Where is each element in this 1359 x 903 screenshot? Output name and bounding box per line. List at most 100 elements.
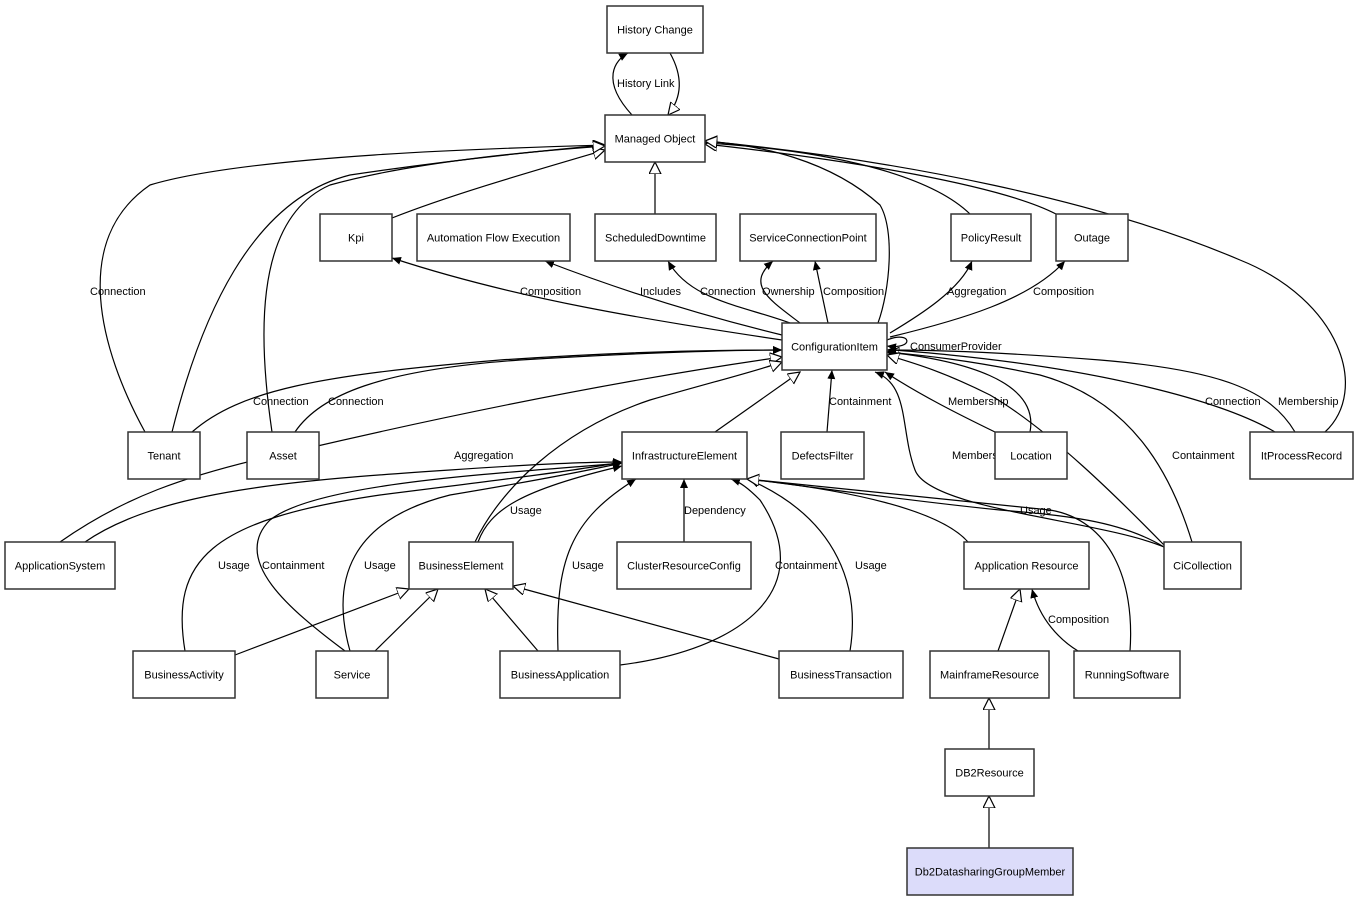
node-box[interactable] bbox=[994, 431, 1068, 480]
association-arrow bbox=[84, 458, 623, 543]
node-applicationsystem[interactable]: ApplicationSystem bbox=[4, 541, 116, 590]
edge-asset-to-configurationitem bbox=[294, 346, 783, 433]
edge-label: Usage bbox=[510, 505, 542, 517]
edge-asset-to-managedobject bbox=[263, 146, 605, 433]
node-historychange[interactable]: History Change bbox=[606, 5, 704, 54]
edge-tenant-to-managedobject bbox=[99, 141, 606, 433]
node-box[interactable] bbox=[1163, 541, 1242, 590]
node-box[interactable] bbox=[778, 650, 904, 699]
node-box[interactable] bbox=[780, 431, 865, 480]
edge-cicollection-to-infrastructureelement bbox=[746, 476, 1165, 548]
node-box[interactable] bbox=[246, 431, 320, 480]
node-clusterresourceconfig[interactable]: ClusterResourceConfig bbox=[616, 541, 752, 590]
association-arrow bbox=[557, 478, 637, 652]
edge-runningsoftware-to-applicationresource bbox=[1030, 588, 1079, 652]
node-box[interactable] bbox=[416, 213, 571, 262]
association-arrow bbox=[889, 260, 973, 334]
node-box[interactable] bbox=[606, 5, 704, 54]
edge-location-to-configurationitem bbox=[887, 352, 1032, 433]
node-box[interactable] bbox=[944, 748, 1035, 797]
edge-configurationitem-to-automationflowexecution bbox=[544, 260, 783, 336]
node-box[interactable] bbox=[739, 213, 877, 262]
node-defectsfilter[interactable]: DefectsFilter bbox=[780, 431, 865, 480]
node-runningsoftware[interactable]: RunningSoftware bbox=[1073, 650, 1181, 699]
inheritance-arrow bbox=[513, 586, 780, 660]
node-asset[interactable]: Asset bbox=[246, 431, 320, 480]
node-box[interactable] bbox=[408, 541, 514, 590]
edge-label: Containment bbox=[1172, 450, 1234, 462]
node-box[interactable] bbox=[4, 541, 116, 590]
edge-configurationitem-to-scheduleddowntime bbox=[667, 260, 791, 324]
node-itprocessrecord[interactable]: ItProcessRecord bbox=[1249, 431, 1354, 480]
node-businessapplication[interactable]: BusinessApplication bbox=[499, 650, 621, 699]
node-label: Automation Flow Execution bbox=[427, 233, 560, 245]
association-arrow bbox=[477, 464, 623, 543]
node-applicationresource[interactable]: Application Resource bbox=[963, 541, 1090, 590]
node-configurationitem[interactable]: ConfigurationItem bbox=[781, 322, 888, 371]
node-automationflowexecution[interactable]: Automation Flow Execution bbox=[416, 213, 571, 262]
node-businesstransaction[interactable]: BusinessTransaction bbox=[778, 650, 904, 699]
association-arrow bbox=[544, 260, 783, 336]
node-box[interactable] bbox=[499, 650, 621, 699]
node-location[interactable]: Location bbox=[994, 431, 1068, 480]
node-box[interactable] bbox=[906, 847, 1074, 896]
node-policyresult[interactable]: PolicyResult bbox=[950, 213, 1032, 262]
edge-label: Connection bbox=[328, 396, 384, 408]
node-box[interactable] bbox=[616, 541, 752, 590]
edge-label: Containment bbox=[829, 396, 891, 408]
edge-outage-to-managedobject bbox=[705, 144, 1057, 215]
edge-label: Aggregation bbox=[947, 286, 1006, 298]
node-box[interactable] bbox=[1073, 650, 1181, 699]
node-box[interactable] bbox=[594, 213, 717, 262]
edge-businesstransaction-to-businesselement bbox=[513, 586, 780, 660]
edge-label: Usage bbox=[572, 560, 604, 572]
node-businesselement[interactable]: BusinessElement bbox=[408, 541, 514, 590]
node-db2datasharinggroupmember[interactable]: Db2DatasharingGroupMember bbox=[906, 847, 1074, 896]
node-box[interactable] bbox=[621, 431, 748, 480]
node-label: Outage bbox=[1074, 233, 1110, 245]
edge-cicollection-to-configurationitem bbox=[886, 348, 1193, 543]
node-outage[interactable]: Outage bbox=[1055, 213, 1129, 262]
inheritance-arrow bbox=[485, 589, 539, 652]
edge-service-to-infrastructureelement bbox=[342, 461, 623, 652]
node-kpi[interactable]: Kpi bbox=[319, 213, 393, 262]
node-label: Kpi bbox=[348, 233, 364, 245]
inheritance-arrow bbox=[714, 372, 800, 433]
node-box[interactable] bbox=[319, 213, 393, 262]
node-db2resource[interactable]: DB2Resource bbox=[944, 748, 1035, 797]
edge-label: Composition bbox=[1048, 614, 1109, 626]
association-arrow bbox=[884, 371, 996, 433]
node-infrastructureelement[interactable]: InfrastructureElement bbox=[621, 431, 748, 480]
association-arrow bbox=[826, 369, 836, 433]
node-label: ApplicationSystem bbox=[15, 561, 106, 573]
node-label: ConfigurationItem bbox=[791, 342, 878, 354]
node-serviceconnectionpoint[interactable]: ServiceConnectionPoint bbox=[739, 213, 877, 262]
node-service[interactable]: Service bbox=[315, 650, 389, 699]
node-label: DefectsFilter bbox=[792, 451, 854, 463]
edge-businessapplication-to-infrastructureelement bbox=[619, 478, 781, 666]
node-managedobject[interactable]: Managed Object bbox=[604, 114, 706, 163]
node-box[interactable] bbox=[1249, 431, 1354, 480]
node-label: Db2DatasharingGroupMember bbox=[915, 867, 1066, 879]
node-box[interactable] bbox=[950, 213, 1032, 262]
edge-label: Connection bbox=[1205, 396, 1261, 408]
node-tenant[interactable]: Tenant bbox=[127, 431, 201, 480]
node-box[interactable] bbox=[132, 650, 236, 699]
node-box[interactable] bbox=[127, 431, 201, 480]
node-cicollection[interactable]: CiCollection bbox=[1163, 541, 1242, 590]
node-businessactivity[interactable]: BusinessActivity bbox=[132, 650, 236, 699]
node-box[interactable] bbox=[929, 650, 1050, 699]
node-scheduleddowntime[interactable]: ScheduledDowntime bbox=[594, 213, 717, 262]
node-box[interactable] bbox=[604, 114, 706, 163]
node-box[interactable] bbox=[315, 650, 389, 699]
edge-businesstransaction-to-infrastructureelement bbox=[749, 479, 853, 652]
inheritance-arrow bbox=[887, 352, 1032, 433]
edge-businessapplication-to-businesselement bbox=[485, 589, 539, 652]
node-box[interactable] bbox=[1055, 213, 1129, 262]
node-mainframeresource[interactable]: MainframeResource bbox=[929, 650, 1050, 699]
association-arrow bbox=[342, 461, 623, 652]
inheritance-arrow bbox=[705, 141, 890, 324]
edge-label: Connection bbox=[700, 286, 756, 298]
node-box[interactable] bbox=[963, 541, 1090, 590]
node-box[interactable] bbox=[781, 322, 888, 371]
